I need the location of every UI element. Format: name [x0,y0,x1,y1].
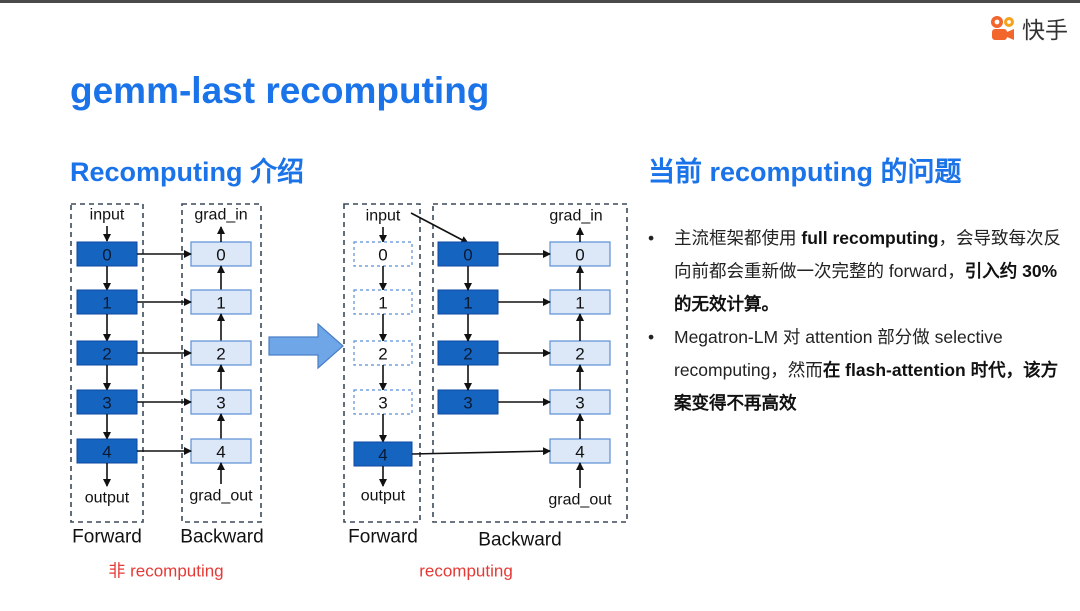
recomputing-diagram: input output grad_in grad_out 0 0 1 1 2 2 3 3 4 4Forw… [70,203,628,581]
forward-output-label-left: output [85,490,130,507]
forward-layer-right-label: 4 [378,446,387,465]
backward-layer-right-label: 4 [575,443,584,462]
forward-layer-right-label: 0 [378,246,387,265]
arrow-input-to-recompute-right [410,212,469,244]
forward-layer-left-label: 3 [102,394,111,413]
forward-layer-right-label: 2 [378,345,387,364]
page-title: gemm-last recomputing [70,70,490,111]
recompute-layer-right-label: 2 [463,345,472,364]
forward-caption-right: Forward [348,527,418,548]
backward-grad-out-label-right: grad_out [548,492,612,509]
backward-layer-left [190,289,252,315]
backward-layer-left-label: 4 [216,443,225,462]
forward-box-left [70,203,144,523]
backward-layer-left-label: 0 [216,246,225,265]
forward-layer-left-label: 2 [102,345,111,364]
backward-layer-left-label: 1 [216,294,225,313]
transition-arrow-icon [268,322,344,370]
backward-grad-out-label-left: grad_out [189,488,253,505]
forward-layer-left-label: 4 [102,443,111,462]
forward-output-label-right: output [361,488,406,505]
top-border [0,0,1080,3]
problem-bullet-list: 主流框架都使用 full recomputing，会导致每次反向前都会重新做一次… [648,222,1068,420]
right-heading: 当前 recomputing 的问题 [648,157,962,187]
backward-layer-right-label: 2 [575,345,584,364]
backward-layer-left-label: 2 [216,345,225,364]
backward-box-right [432,203,628,523]
non-recomputing-caption: 非 recomputing [108,562,223,581]
recomputing-caption: recomputing [419,562,513,581]
forward-input-label-right: input [366,208,401,225]
bullet-bold-text: full recomputing [801,228,939,248]
recompute-layer-right-label: 1 [463,294,472,313]
bullet-text: 主流框架都使用 [674,228,802,248]
brand-logo: 快手 [988,12,1078,44]
forward-layer-left-label: 0 [102,246,111,265]
backward-layer-right-label: 0 [575,246,584,265]
backward-layer-left-label: 3 [216,394,225,413]
bullet-item: Megatron-LM 对 attention 部分做 selective re… [648,321,1068,420]
forward-box-right [343,203,421,523]
arrow-layer4-to-backward-right [411,447,551,456]
left-heading: Recomputing 介绍 [70,157,304,187]
recompute-layer-right-label: 0 [463,246,472,265]
backward-layer-right-label: 1 [575,294,584,313]
forward-layer-right-label: 3 [378,394,387,413]
backward-grad-in-label-right: grad_in [549,208,602,225]
backward-caption-right: Backward [478,530,561,551]
backward-caption-left: Backward [180,527,263,548]
bullet-bold-text: 引入约 30% 的无效计算。 [674,261,1058,314]
bullet-text: ，会导致每次反向前都会重新做一次完整的 forward， [674,228,1061,281]
recompute-layer-right-label: 3 [463,394,472,413]
backward-layer-right-label: 3 [575,394,584,413]
kuaishou-logo-icon [991,16,1014,40]
backward-box-left [181,203,262,523]
forward-layer-left-label: 1 [102,294,111,313]
brand-name: 快手 [1022,18,1068,44]
forward-caption-left: Forward [72,527,142,548]
forward-layer-right [353,441,413,467]
forward-layer-right [353,241,413,267]
bullet-text: Megatron-LM 对 attention 部分做 selective re… [674,327,1003,380]
bullet-bold-text: 在 flash-attention 时代，该方案变得不再高效 [674,360,1059,413]
backward-grad-in-label-left: grad_in [194,207,247,224]
bullet-item: 主流框架都使用 full recomputing，会导致每次反向前都会重新做一次… [648,222,1068,321]
recompute-layer-right [437,389,499,415]
forward-input-label-left: input [90,207,125,224]
forward-layer-right-label: 1 [378,294,387,313]
forward-layer-left [76,340,138,366]
